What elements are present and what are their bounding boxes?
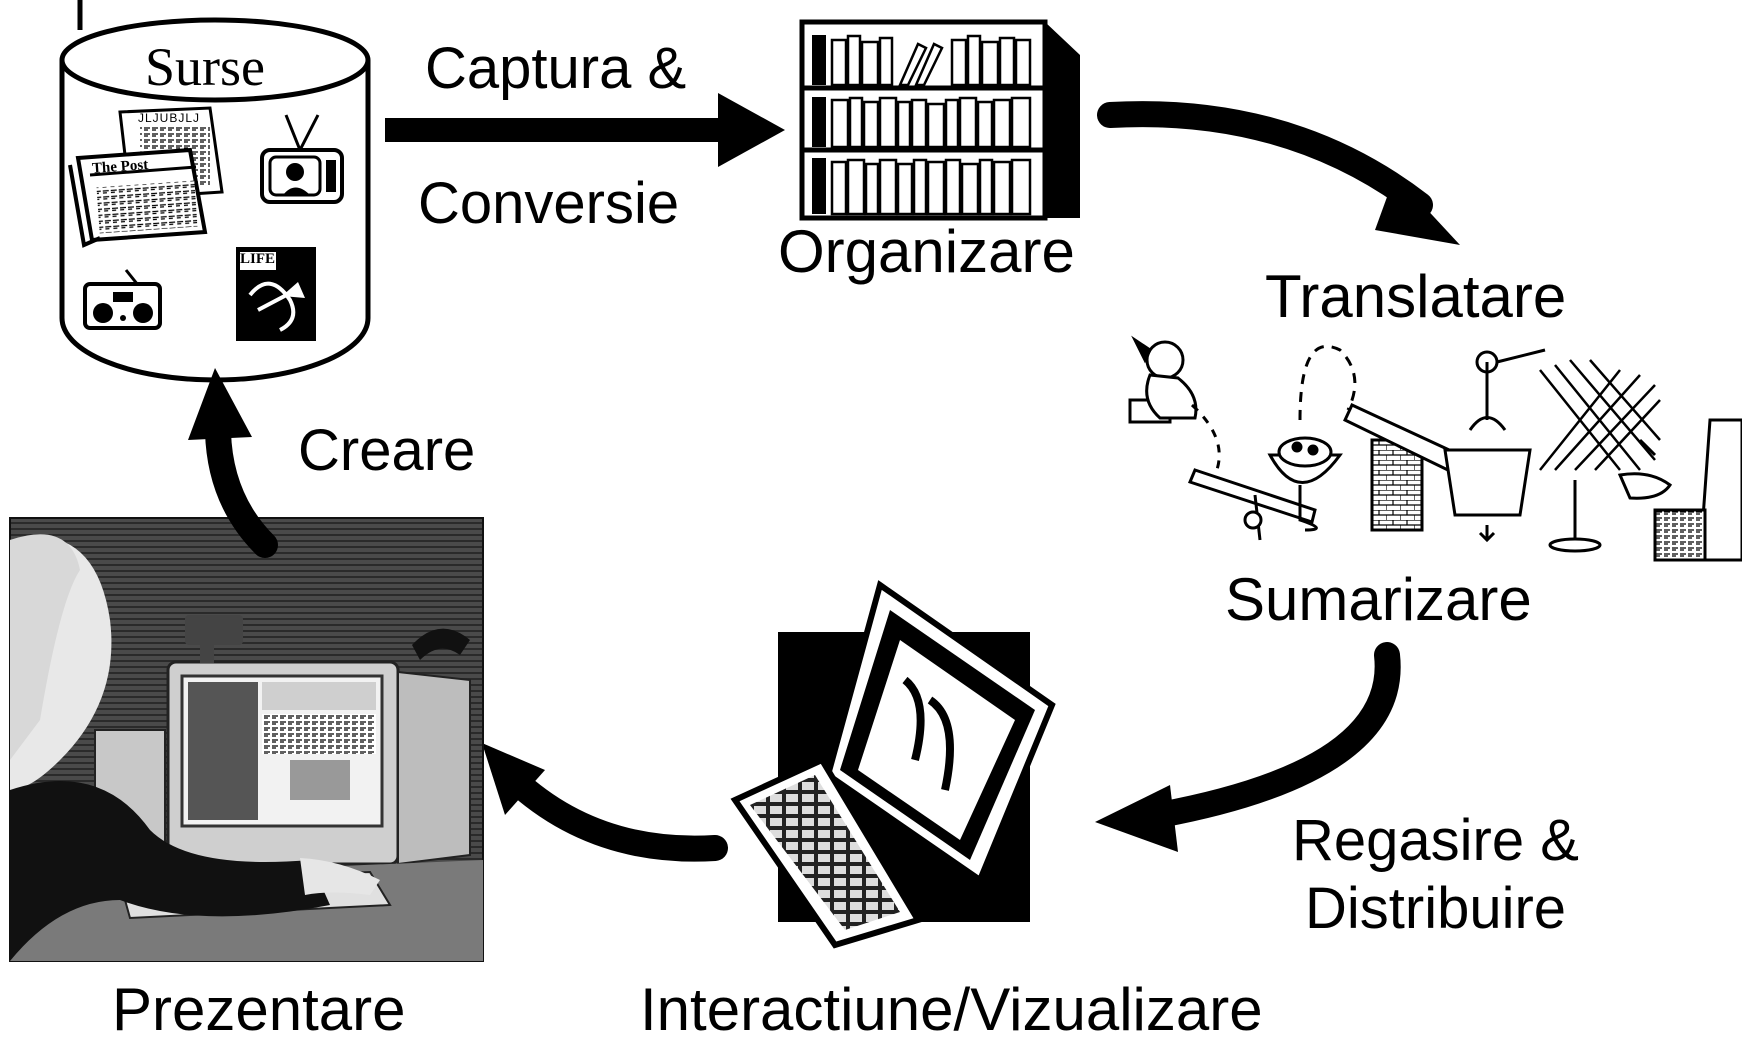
organization-label: Organizare — [778, 218, 1075, 285]
retrieval-label-line2: Distribuire — [1305, 876, 1567, 941]
radio-icon — [83, 269, 162, 330]
presentation-label: Prezentare — [112, 976, 406, 1043]
cylinder-top — [59, 17, 371, 103]
arrow-translation — [1097, 101, 1460, 245]
bookshelf-icon — [799, 19, 1080, 221]
arrow-capture — [385, 93, 785, 167]
translation-label: Translatare — [1265, 263, 1567, 330]
presentation-photo — [9, 517, 484, 962]
machine-illustration — [1128, 335, 1742, 562]
magazine-label: LIFE — [240, 251, 276, 267]
arrow-presentation — [482, 743, 728, 862]
capture-label-line1: Captura & — [425, 36, 687, 101]
sources-title: Surse — [145, 37, 265, 97]
workstation-icon — [730, 580, 1056, 949]
arrow-creation — [188, 368, 278, 558]
newspaper-back-label: JLJUBJLJ — [138, 111, 201, 125]
summarization-label: Sumarizare — [1225, 566, 1532, 633]
newspaper-icon — [68, 106, 224, 248]
retrieval-label-line1: Regasire & — [1292, 808, 1579, 873]
tv-icon — [260, 114, 344, 204]
magazine-icon — [236, 247, 316, 341]
creation-label: Creare — [298, 418, 476, 483]
interaction-label: Interactiune/Vizualizare — [640, 976, 1263, 1043]
capture-label-line2: Conversie — [418, 171, 680, 236]
arrow-retrieval — [1095, 642, 1401, 852]
